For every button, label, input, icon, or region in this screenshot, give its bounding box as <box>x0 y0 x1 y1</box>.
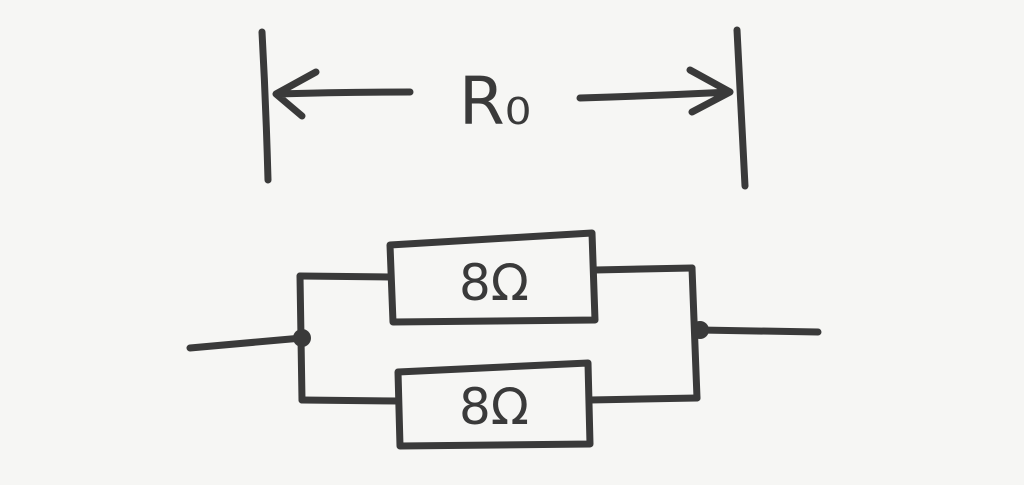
right-extension-line <box>733 26 749 190</box>
resistor-top-value: 8Ω <box>459 254 529 312</box>
right-arrow <box>576 66 734 116</box>
dimension-indicator: R₀ <box>258 26 749 190</box>
bottom-branch-right-wire <box>586 394 701 404</box>
resistor-top: 8Ω <box>386 229 599 326</box>
resistor-bottom-value: 8Ω <box>459 378 529 436</box>
left-junction-dot <box>293 329 311 347</box>
top-branch-right-wire <box>591 264 696 274</box>
top-branch-left-wire <box>296 272 394 281</box>
resistor-bottom-body <box>394 359 594 450</box>
left-arrow <box>272 68 414 120</box>
parallel-circuit: 8Ω 8Ω <box>186 229 822 450</box>
bottom-branch-left-wire <box>298 396 402 405</box>
resistor-bottom: 8Ω <box>394 359 594 450</box>
input-lead <box>186 334 306 352</box>
left-extension-line <box>258 28 272 184</box>
dimension-label: R₀ <box>459 63 531 140</box>
right-junction-dot <box>691 321 709 339</box>
output-lead <box>696 326 822 336</box>
resistor-top-body <box>386 229 599 326</box>
